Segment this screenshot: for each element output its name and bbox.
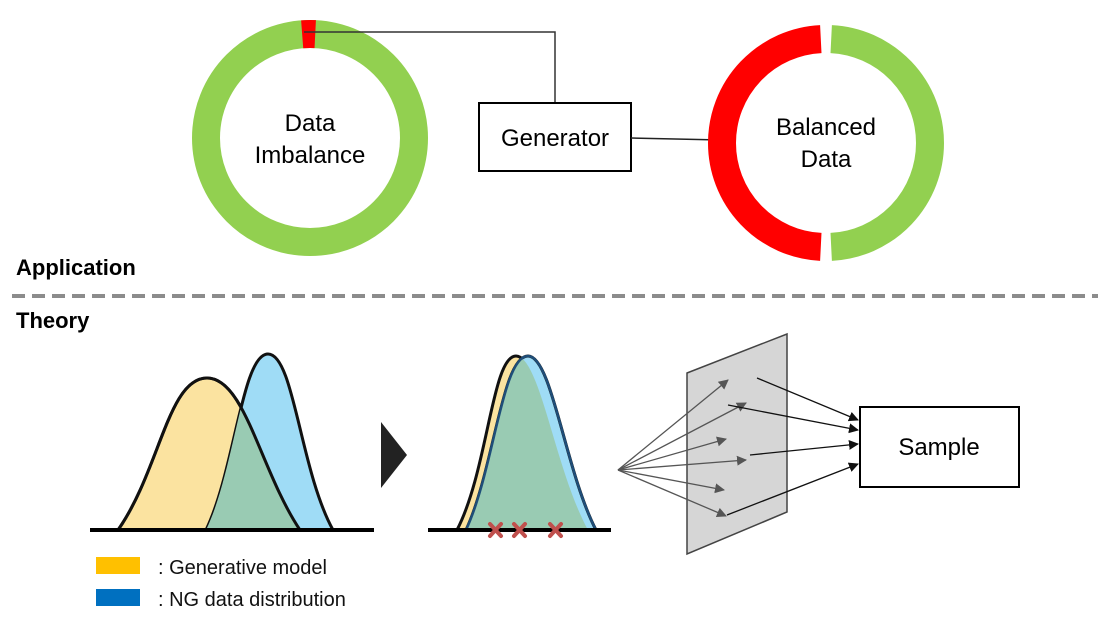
distributions-before	[90, 352, 374, 532]
overlap-region-after	[466, 356, 588, 530]
generator-label: Generator	[501, 125, 609, 152]
balanced-ring-minority	[708, 25, 822, 261]
ng-distribution-outline-after	[464, 354, 598, 531]
projection-plane	[686, 332, 788, 556]
application-section-label: Application	[16, 255, 136, 280]
triangle-arrow-icon	[381, 422, 407, 488]
balanced-ring: Balanced Data	[708, 25, 944, 261]
sample-rays	[726, 377, 859, 516]
balanced-ring-majority	[830, 25, 944, 261]
distributions-after	[428, 354, 611, 538]
sample-box: Sample	[859, 406, 1020, 488]
legend: : Generative model : NG data distributio…	[96, 557, 346, 611]
imbalance-ring: Data Imbalance	[192, 20, 428, 256]
generator-to-balanced-arrow	[630, 134, 722, 145]
projection-plane-icon	[617, 332, 859, 556]
application-section: Data Imbalance Generator Balanced Data A…	[16, 20, 944, 280]
blue-swatch	[96, 589, 140, 606]
theory-section: Theory	[16, 308, 1020, 611]
imbalance-label-line1: Data	[285, 110, 336, 137]
imbalance-label-line2: Imbalance	[255, 142, 366, 169]
yellow-swatch	[96, 557, 140, 574]
balanced-label-line2: Data	[801, 146, 852, 173]
legend-generative-label: : Generative model	[158, 557, 327, 579]
sample-label: Sample	[898, 434, 979, 461]
generator-box: Generator	[478, 102, 632, 172]
legend-ng-label: : NG data distribution	[158, 589, 346, 611]
generative-model-outline	[116, 376, 302, 531]
balanced-label-line1: Balanced	[776, 114, 876, 141]
source-rays	[617, 379, 747, 518]
minority-to-generator-connector	[304, 31, 556, 103]
cross-marker-icon	[488, 522, 563, 538]
theory-section-label: Theory	[16, 308, 90, 333]
imbalance-ring-majority	[192, 20, 428, 256]
